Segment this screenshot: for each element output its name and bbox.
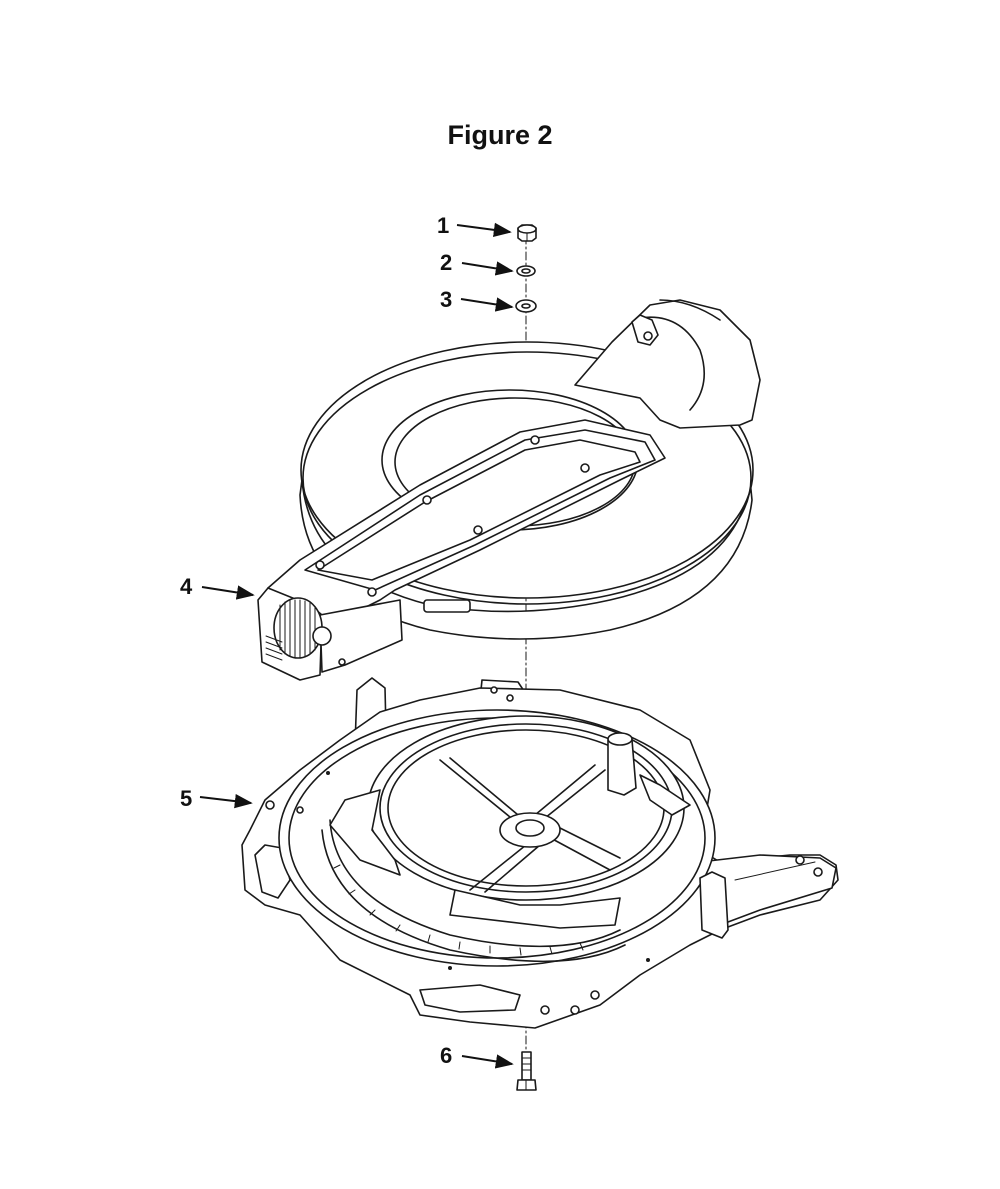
- callout-arrow-5: [199, 793, 253, 809]
- callout-4: 4: [180, 574, 255, 600]
- base-part: [241, 677, 839, 1029]
- callout-label-4: 4: [180, 574, 193, 599]
- callout-5: 5: [180, 786, 253, 811]
- washer-part-3: [515, 299, 537, 313]
- callout-3: 3: [440, 287, 514, 312]
- callout-2: 2: [440, 250, 514, 276]
- callout-arrow-3: [460, 297, 514, 312]
- callout-label-5: 5: [180, 786, 192, 811]
- callout-label-1: 1: [437, 213, 449, 238]
- miter-scale-ticks: [333, 864, 584, 956]
- nut-part: [517, 224, 537, 242]
- callout-6: 6: [440, 1043, 514, 1069]
- callout-label-6: 6: [440, 1043, 452, 1068]
- table-assembly-part: [257, 299, 761, 681]
- callout-arrow-1: [456, 222, 512, 238]
- bolt-part: [516, 1051, 537, 1091]
- washer-part-2: [516, 265, 536, 277]
- callout-1: 1: [437, 213, 512, 238]
- callout-label-2: 2: [440, 250, 452, 275]
- front-vents: [265, 635, 283, 661]
- figure-title: Figure 2: [447, 120, 553, 150]
- callout-arrow-2: [461, 261, 514, 276]
- callout-arrow-4: [201, 585, 255, 600]
- callout-label-3: 3: [440, 287, 452, 312]
- callout-arrow-6: [461, 1054, 514, 1069]
